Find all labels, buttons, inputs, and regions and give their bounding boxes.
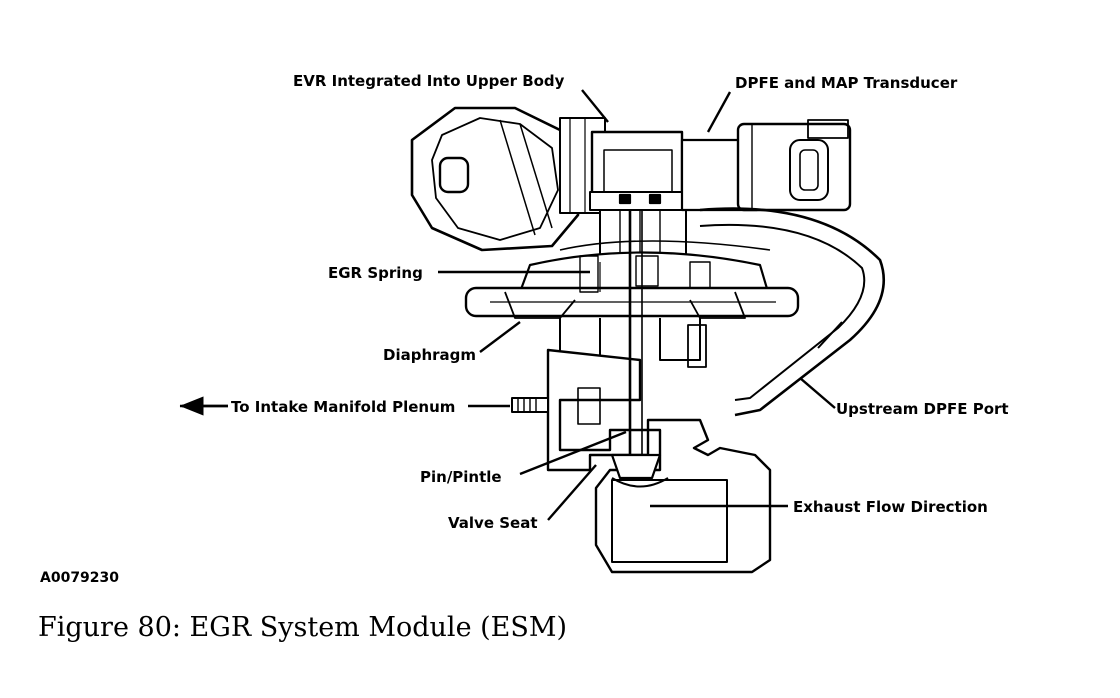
hose-outer [699,207,885,417]
label-dpfe: DPFE and MAP Transducer [735,74,958,92]
upper-body-block [599,209,687,259]
valve-seat [611,477,669,488]
label-pintle: Pin/Pintle [420,468,502,486]
leader-evr [581,89,609,123]
exhaust-passage [611,479,728,563]
actuator-face [431,117,559,241]
valve-body [546,348,772,574]
figure-caption: Figure 80: EGR System Module (ESM) [38,612,568,643]
leader-seat [547,464,597,521]
label-evr: EVR Integrated Into Upper Body [293,72,565,90]
pintle-assembly [610,210,662,480]
upstream-hose [699,207,885,417]
diaphragm-housing [464,251,800,368]
leader-dpfe [706,91,732,133]
leader-diaphragm [479,321,521,353]
leader-upstream [799,377,836,409]
figure-code: A0079230 [40,570,119,586]
actuator-housing [410,106,580,252]
label-spring: EGR Spring [328,264,423,282]
diaphragm-membrane [504,291,576,319]
valve-body-outline [546,348,772,574]
label-upstream: Upstream DPFE Port [836,400,1009,418]
intake-fitting [511,397,549,413]
label-seat: Valve Seat [448,514,538,532]
label-exhaust: Exhaust Flow Direction [793,498,988,516]
dpfe-map-transducer [680,119,852,212]
hose-inner [699,223,866,401]
actuator-assembly [410,106,606,252]
pintle-head [610,453,662,480]
label-diaphragm: Diaphragm [383,346,476,364]
transducer-connector [736,122,852,212]
label-intake: To Intake Manifold Plenum [231,398,455,416]
leader-pintle [519,430,627,476]
actuator-connector-socket [438,156,470,194]
evr-body [590,130,684,200]
upper-body [559,130,771,259]
